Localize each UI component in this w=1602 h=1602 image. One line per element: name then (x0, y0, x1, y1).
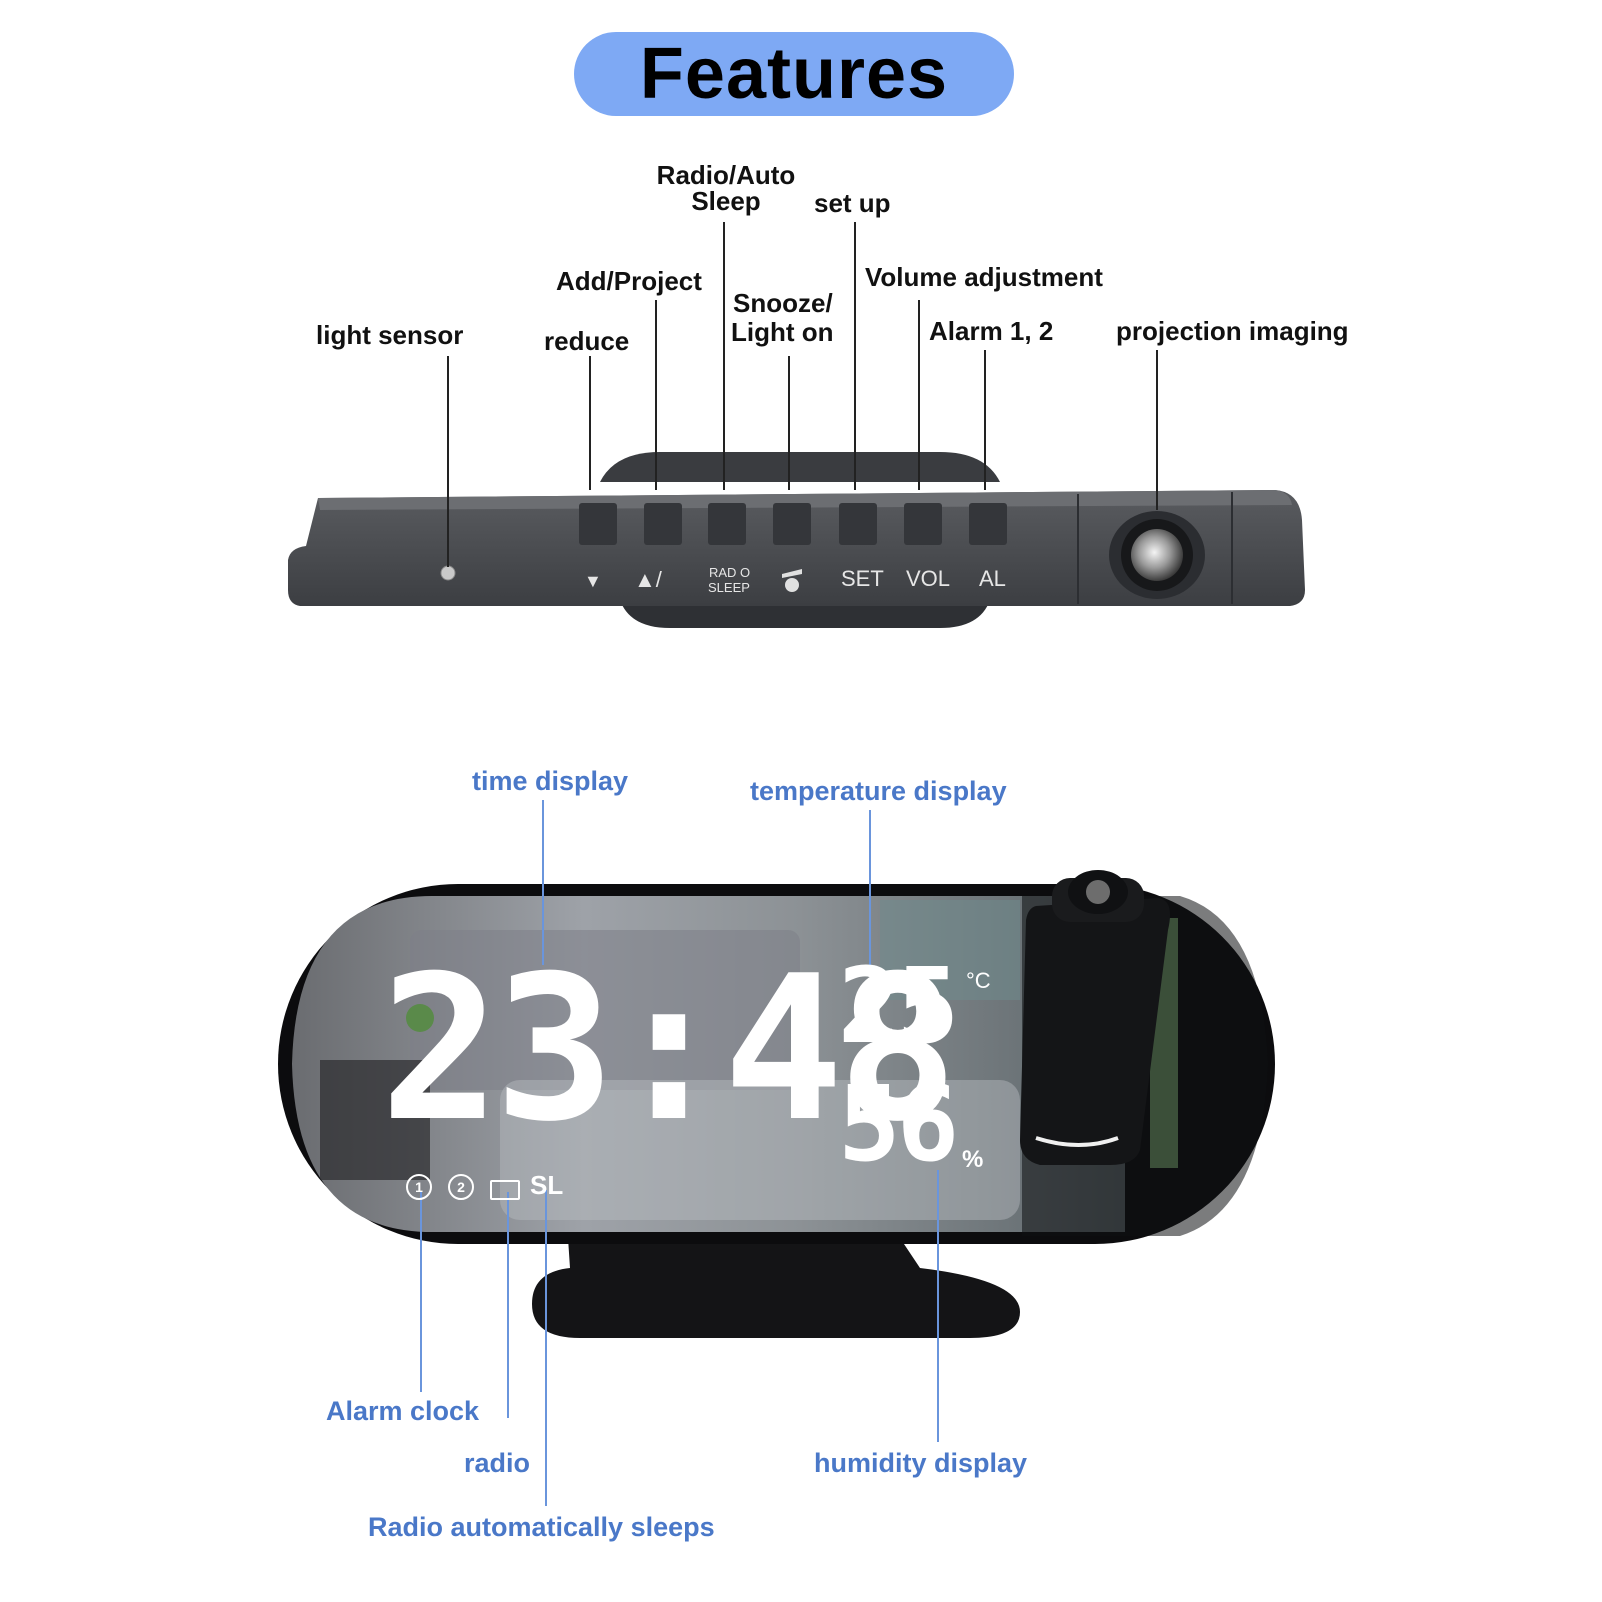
alarm-2-icon: 2 (448, 1174, 474, 1200)
temperature-unit: °C (966, 968, 991, 993)
down-arrow-icon: ▼ (584, 571, 602, 591)
humidity-readout: 56 (838, 1063, 959, 1185)
humidity-unit: % (962, 1146, 984, 1173)
vol-label: VOL (906, 566, 951, 591)
projector-lens-icon (1109, 511, 1205, 599)
set-label: SET (841, 566, 884, 591)
label-radio-sleep: Sleep (691, 186, 761, 216)
label-snooze: Snooze/ (733, 288, 833, 318)
time-readout: 23:48 (380, 933, 958, 1166)
bottom-leader-lines (420, 800, 939, 1506)
label-radio: radio (464, 1448, 531, 1478)
radio-sleep-button[interactable] (708, 503, 746, 545)
label-humidity-display: humidity display (814, 1448, 1028, 1478)
device-top-view (288, 452, 1305, 628)
top-leader-lines (447, 222, 1158, 567)
radio-icon (490, 1180, 520, 1200)
label-projection: projection imaging (1116, 316, 1349, 346)
up-project-label: ▲/ (634, 567, 662, 592)
label-alarm: Alarm 1, 2 (929, 316, 1054, 346)
label-alarm-clock: Alarm clock (326, 1396, 480, 1426)
light-sensor-dot (440, 565, 456, 581)
front-projector-lens-icon (1052, 870, 1144, 922)
label-temperature-display: temperature display (750, 776, 1007, 806)
alarm-1-icon: 1 (406, 1174, 432, 1200)
page-title: Features (639, 34, 949, 114)
temperature-readout: 25 (838, 945, 959, 1067)
label-time-display: time display (472, 766, 629, 796)
vol-button[interactable] (904, 503, 942, 545)
device-front-view (278, 870, 1275, 1338)
title-banner: Features (574, 32, 1014, 116)
label-add-project: Add/Project (556, 266, 702, 296)
sleep-indicator: SL (530, 1170, 564, 1200)
label-set-up: set up (814, 188, 891, 218)
button-row (579, 503, 1007, 545)
label-volume: Volume adjustment (865, 262, 1103, 292)
reduce-button[interactable] (579, 503, 617, 545)
al-label: AL (979, 566, 1006, 591)
alarm-1-number: 1 (415, 1179, 423, 1195)
radio-label-2: SLEEP (708, 580, 750, 595)
radio-label-1: RAD O (709, 565, 751, 580)
add-project-button[interactable] (644, 503, 682, 545)
label-light-on: Light on (731, 317, 834, 347)
label-reduce: reduce (544, 326, 630, 356)
set-button[interactable] (839, 503, 877, 545)
label-radio-sleeps: Radio automatically sleeps (368, 1512, 715, 1542)
device-stand (532, 1238, 1020, 1338)
label-light-sensor: light sensor (316, 320, 464, 350)
snooze-icon (785, 578, 799, 592)
al-button[interactable] (969, 503, 1007, 545)
snooze-button[interactable] (773, 503, 811, 545)
alarm-2-number: 2 (457, 1179, 465, 1195)
label-radio-auto: Radio/Auto (656, 160, 796, 190)
